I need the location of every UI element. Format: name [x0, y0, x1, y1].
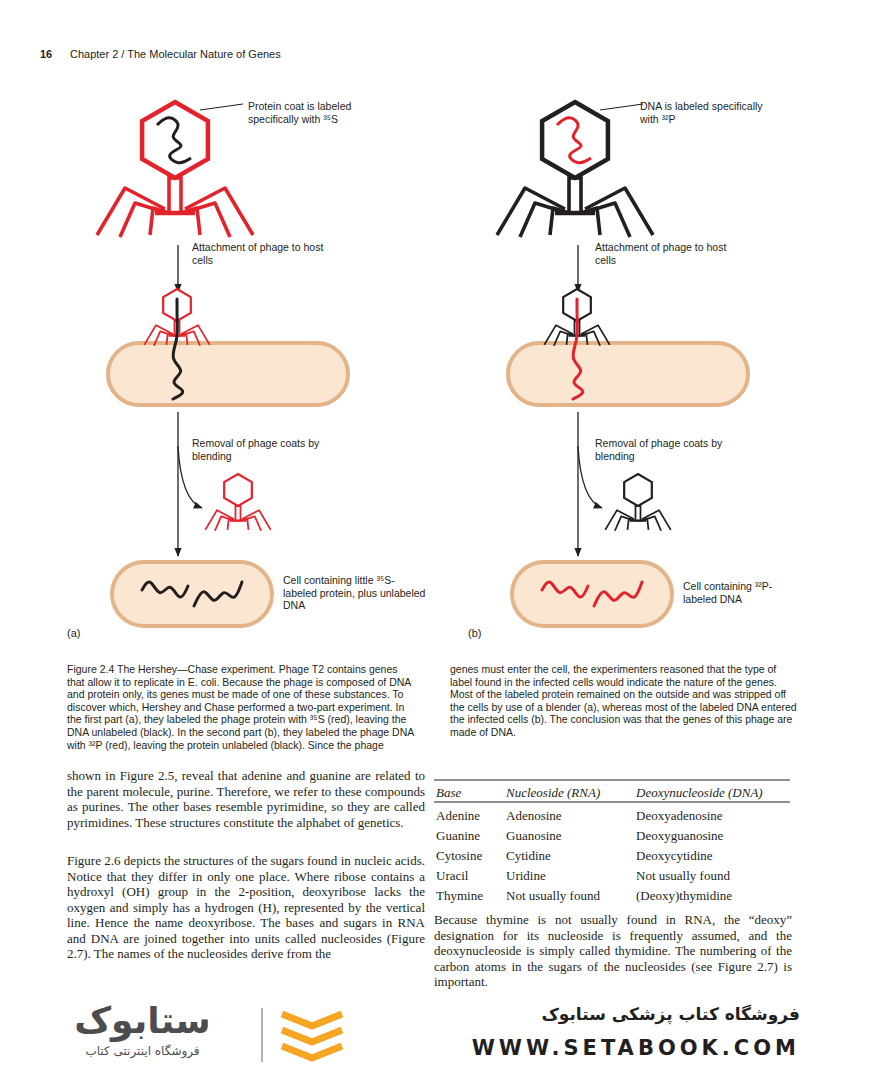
footer-band — [0, 990, 870, 1079]
step-label: Attachment of phage to host cells — [192, 241, 342, 266]
logo-tagline: فروشگاه اینترنتی کتاب — [30, 1044, 255, 1059]
logo-chevron — [282, 1030, 342, 1042]
result-label: Cell containing ³²P-labeled DNA — [683, 580, 798, 605]
body-paragraph: Figure 2.6 depicts the structures of the… — [67, 853, 425, 962]
step-arrow — [177, 412, 178, 556]
tail-fiber — [605, 510, 634, 530]
phage-tail — [569, 178, 581, 213]
phage-tail — [169, 178, 181, 213]
table-cell: (Deoxy)thymidine — [636, 888, 732, 903]
base-plate — [630, 520, 647, 522]
result-label: Cell containing little ³⁵S-labeled prote… — [283, 574, 428, 612]
phage-tail — [635, 506, 640, 521]
table-cell: Deoxycytidine — [636, 848, 713, 863]
tail-fiber — [181, 325, 210, 345]
host-cell — [112, 562, 272, 626]
phage-dna — [557, 118, 591, 163]
body-paragraph: shown in Figure 2.5, reveal that adenine… — [67, 768, 425, 830]
host-cell — [108, 343, 348, 405]
cell-dna — [542, 582, 588, 597]
table-cell: Guanine — [436, 828, 480, 843]
tail-fiber — [144, 325, 173, 345]
table-cell: Uridine — [506, 868, 546, 883]
table-header: Nucleoside (RNA) — [506, 785, 600, 800]
table-cell: Cytidine — [506, 848, 551, 863]
step-arrow — [577, 245, 578, 292]
logo-chevron — [282, 1046, 342, 1058]
phage-head — [224, 474, 252, 506]
phage-head — [142, 102, 208, 178]
body-paragraph: Because thymine is not usually found in … — [434, 912, 792, 990]
table-cell: Adenine — [436, 808, 480, 823]
tail-fiber — [205, 510, 234, 530]
table-cell: Adenosine — [506, 808, 562, 823]
page-number: 16 — [40, 48, 52, 61]
table-cell: Deoxyguanosine — [636, 828, 723, 843]
logo-text: ستابوک — [30, 1000, 255, 1042]
table-cell: Uracil — [436, 868, 468, 883]
injected-dna — [573, 299, 583, 399]
phage — [97, 102, 253, 237]
phage — [605, 474, 671, 531]
table-cell: Deoxyadenosine — [636, 808, 723, 823]
base-plate — [230, 520, 247, 522]
step-arrow — [177, 245, 178, 292]
table-cell: Not usually found — [506, 888, 600, 903]
logo-divider — [261, 1008, 263, 1062]
table-cell: Guanosine — [506, 828, 562, 843]
step-label: Removal of phage coats by blending — [192, 437, 352, 462]
logo-chevron — [282, 1014, 342, 1026]
panel-letter: (b) — [468, 627, 481, 640]
cell-dna — [194, 582, 242, 606]
tail-fiber — [642, 510, 671, 530]
table-header: Deoxynucleoside (DNA) — [636, 785, 763, 800]
base-plate — [555, 211, 595, 216]
callout-label: DNA is labeled specifically with ³²P — [640, 100, 780, 125]
watermark-text: فروشگاه کتاب پزشکی ستابوک — [400, 1003, 800, 1025]
logo-mark — [282, 1014, 342, 1058]
table-cell: Thymine — [436, 888, 483, 903]
step-arrow — [577, 412, 578, 556]
panel-letter: (a) — [67, 627, 80, 640]
phage-head — [542, 102, 608, 178]
injected-dna — [173, 299, 183, 399]
phage-tail — [235, 506, 240, 521]
tail-fiber — [581, 325, 610, 345]
table-rule — [434, 802, 790, 803]
phage — [497, 102, 653, 237]
step-label: Removal of phage coats by blending — [595, 437, 755, 462]
table-rule — [434, 780, 790, 781]
phage — [205, 474, 271, 531]
table-cell: Not usually found — [636, 868, 730, 883]
leader-line — [600, 104, 643, 110]
base-plate — [155, 211, 195, 216]
running-head: Chapter 2 / The Molecular Nature of Gene… — [70, 48, 281, 61]
tail-fiber — [544, 325, 573, 345]
step-label: Attachment of phage to host cells — [595, 241, 745, 266]
callout-label: Protein coat is labeled specifically wit… — [248, 100, 383, 125]
host-cell — [508, 343, 748, 405]
figure-caption: Figure 2.4 The Hershey—Chase experiment.… — [67, 663, 797, 751]
cell-dna — [142, 582, 188, 597]
phage-dna — [157, 118, 191, 163]
table-cell: Cytosine — [436, 848, 482, 863]
host-cell — [512, 562, 672, 626]
cell-dna — [594, 582, 642, 606]
table-header: Base — [436, 785, 461, 800]
watermark-url: WWW.SETABOOK.COM — [400, 1035, 800, 1061]
leader-line — [200, 104, 243, 110]
tail-fiber — [242, 510, 271, 530]
phage-head — [624, 474, 652, 506]
